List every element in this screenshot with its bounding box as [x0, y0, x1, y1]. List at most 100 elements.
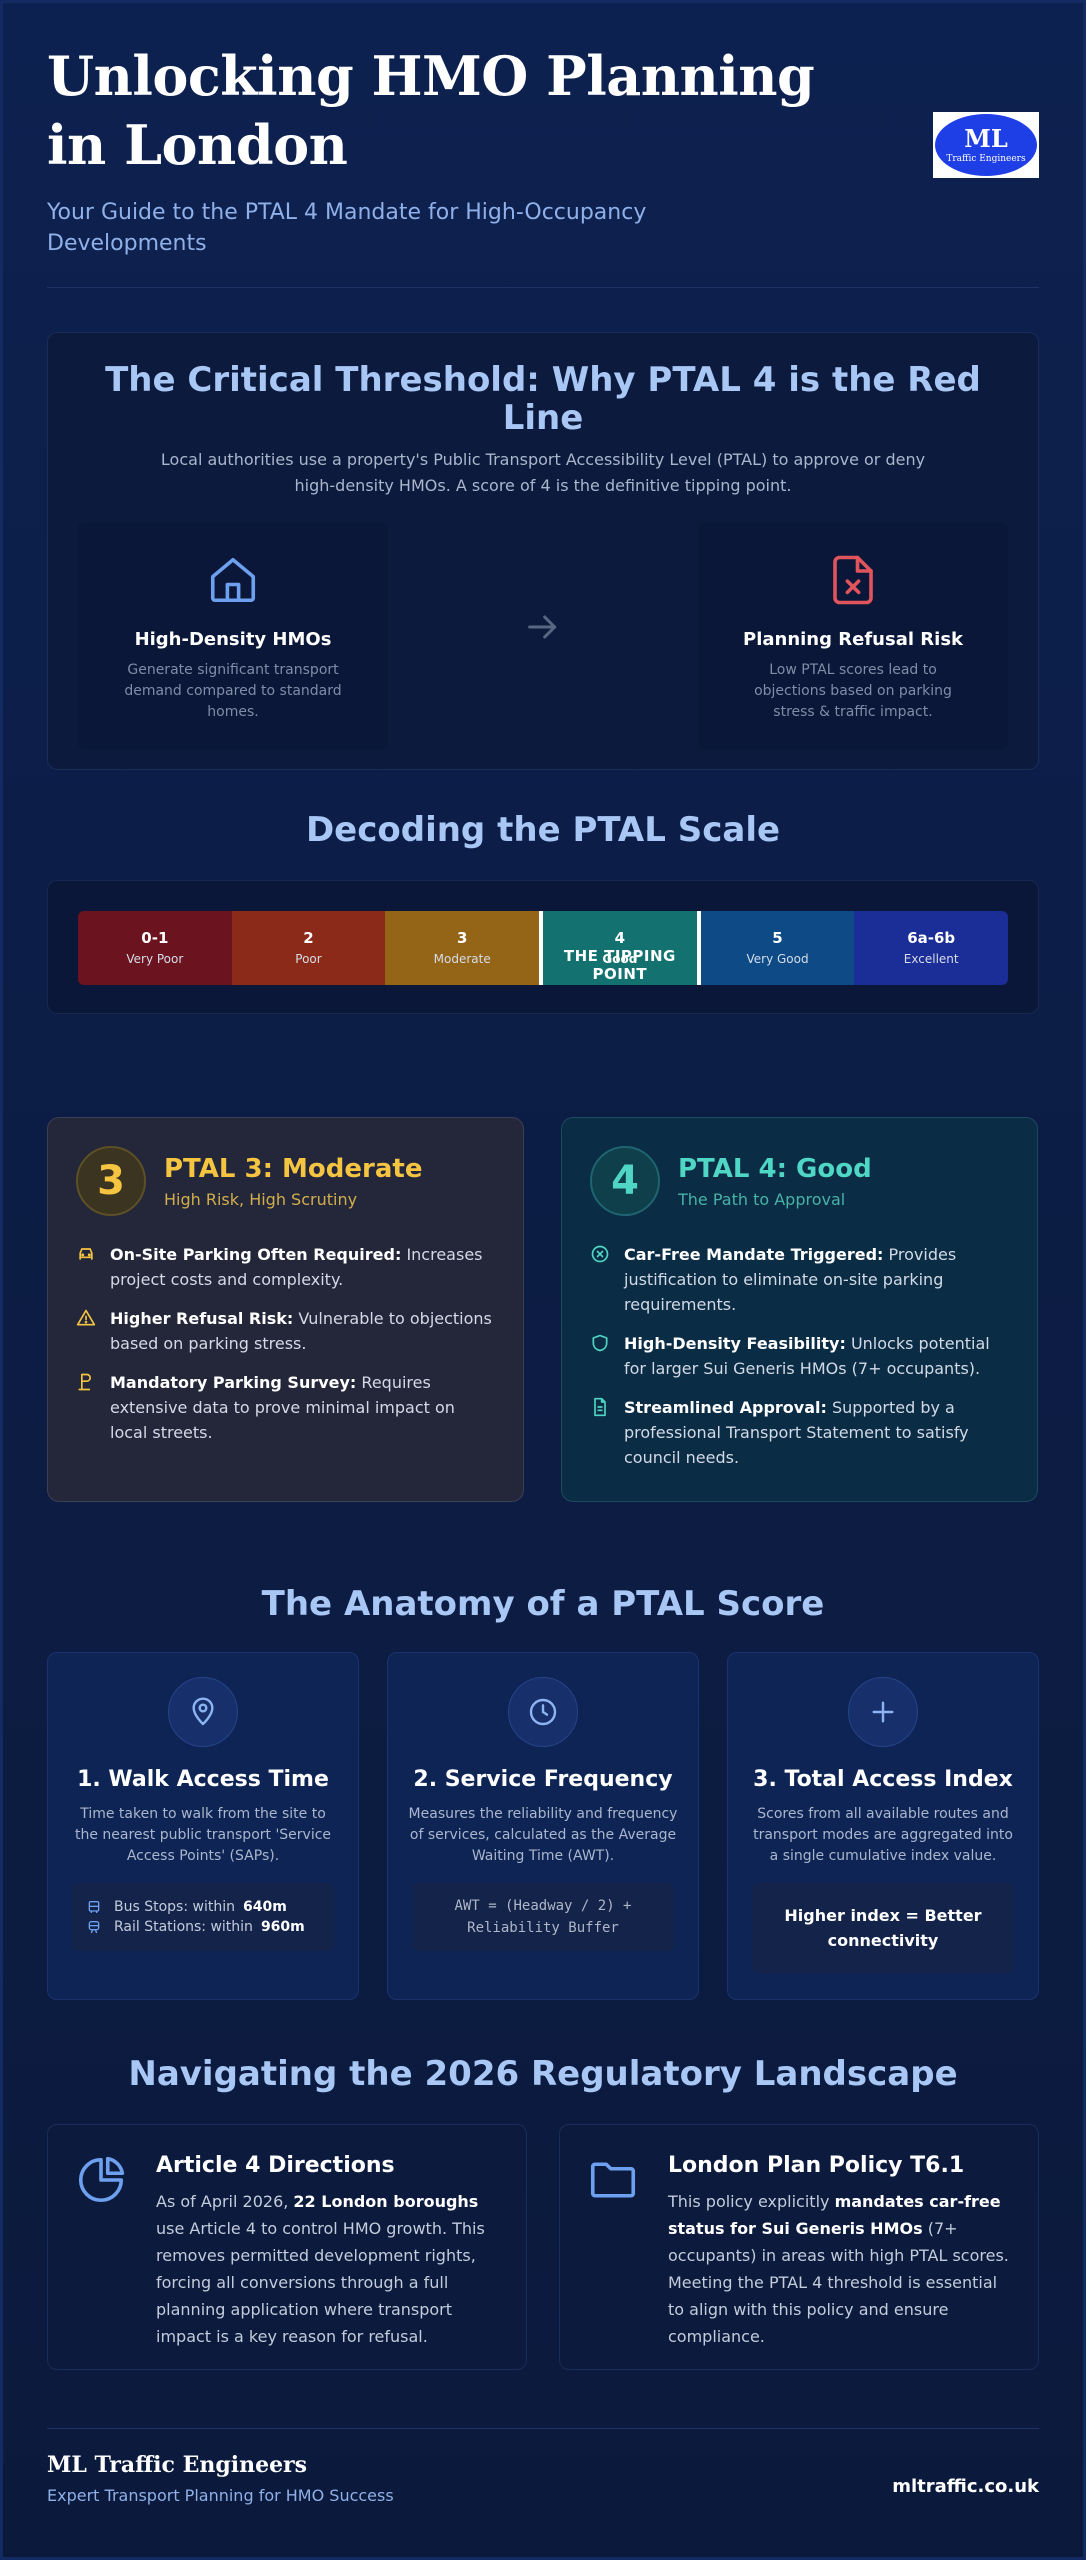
- walk-access-title: 1. Walk Access Time: [77, 1767, 329, 1792]
- walk-access-text: Time taken to walk from the site to the …: [74, 1806, 332, 1864]
- article4-text-post: use Article 4 to control HMO growth. Thi…: [156, 2219, 485, 2346]
- awt-formula: AWT = (Headway / 2) + Reliability Buffer: [454, 1898, 632, 1936]
- logo-ml: ML: [964, 123, 1008, 153]
- circle-x-icon: [590, 1244, 612, 1317]
- ptal4-point: Car-Free Mandate Triggered: Provides jus…: [590, 1242, 1009, 1317]
- regulatory-heading: Navigating the 2026 Regulatory Landscape: [128, 2054, 958, 2094]
- walk-distances: Bus Stops: within 640m Rail Stations: wi…: [72, 1883, 334, 1951]
- article4-text-bold: 22 London boroughs: [293, 2192, 479, 2211]
- ptal3-point-3-text: Requires extensive data to prove minimal…: [110, 1373, 455, 1442]
- footer-company-name: ML Traffic Engineers: [47, 2452, 308, 2478]
- clock-icon: [508, 1677, 578, 1747]
- document-icon: [590, 1397, 612, 1470]
- page-title: Unlocking HMO Planning in London: [47, 44, 815, 178]
- rail-label: Rail Stations: within: [114, 1919, 253, 1935]
- service-frequency-card: 2. Service Frequency Measures the reliab…: [387, 1652, 699, 2000]
- ptal-segment-label: Moderate: [433, 952, 491, 966]
- ptal3-point-2-bold: Higher Refusal Risk:: [110, 1309, 294, 1328]
- service-frequency-title: 2. Service Frequency: [413, 1767, 673, 1792]
- policy-text-bold: mandates car-free status for Sui Generis…: [668, 2192, 1001, 2238]
- car-icon: [76, 1244, 98, 1292]
- ptal4-title: PTAL 4: Good: [678, 1153, 872, 1184]
- article4-card: Article 4 Directions As of April 2026, 2…: [47, 2124, 527, 2370]
- plus-icon: [848, 1677, 918, 1747]
- train-icon: [86, 1919, 102, 1935]
- ptal4-card: 4 PTAL 4: Good The Path to Approval Car-…: [561, 1117, 1038, 1502]
- footer-tagline: Expert Transport Planning for HMO Succes…: [47, 2486, 394, 2505]
- page-subtitle: Your Guide to the PTAL 4 Mandate for Hig…: [47, 200, 647, 257]
- ptal-segment-score: 6a-6b: [907, 929, 956, 947]
- refusal-card: Planning Refusal Risk Low PTAL scores le…: [698, 523, 1008, 749]
- ptal4-point-3-text: Supported by a professional Transport St…: [624, 1398, 969, 1467]
- parking-sign-icon: [76, 1372, 98, 1445]
- threshold-section: The Critical Threshold: Why PTAL 4 is th…: [47, 332, 1039, 770]
- ptal4-point-3-bold: Streamlined Approval:: [624, 1398, 827, 1417]
- ptal4-point: High-Density Feasibility: Unlocks potent…: [590, 1331, 1009, 1381]
- scale-heading: Decoding the PTAL Scale: [305, 810, 781, 850]
- total-access-title: 3. Total Access Index: [753, 1767, 1013, 1792]
- ptal4-point-2-text: Unlocks potential for larger Sui Generis…: [624, 1334, 990, 1378]
- threshold-title: The Critical Threshold: Why PTAL 4 is th…: [105, 360, 981, 438]
- house-icon: [206, 557, 260, 611]
- pie-chart-icon: [74, 2153, 126, 2341]
- ptal3-point-1-bold: On-Site Parking Often Required:: [110, 1245, 402, 1264]
- hmo-card-title: High-Density HMOs: [134, 629, 332, 650]
- ptal3-point-3-bold: Mandatory Parking Survey:: [110, 1373, 357, 1392]
- ptal3-point: On-Site Parking Often Required: Increase…: [76, 1242, 495, 1292]
- ptal-segment-label: Excellent: [903, 952, 959, 966]
- map-pin-icon: [168, 1677, 238, 1747]
- header-divider: [47, 287, 1039, 288]
- file-x-icon: [826, 555, 880, 611]
- header: Unlocking HMO Planning in London Your Gu…: [47, 42, 1039, 256]
- ptal-segment-label: Good: [602, 952, 638, 966]
- hmo-card-text: Generate significant transport demand co…: [124, 662, 342, 720]
- folder-icon: [586, 2153, 638, 2341]
- ptal-segment-label: Very Poor: [126, 952, 184, 966]
- ptal4-point-1-bold: Car-Free Mandate Triggered:: [624, 1245, 884, 1264]
- article4-text-pre: As of April 2026,: [156, 2192, 294, 2211]
- refusal-card-title: Planning Refusal Risk: [743, 629, 963, 650]
- walk-access-card: 1. Walk Access Time Time taken to walk f…: [47, 1652, 359, 2000]
- ptal3-card: 3 PTAL 3: Moderate High Risk, High Scrut…: [47, 1117, 524, 1502]
- total-access-card: 3. Total Access Index Scores from all av…: [727, 1652, 1039, 2000]
- ptal3-badge: 3: [76, 1146, 146, 1216]
- arrow-right-icon: [523, 607, 563, 651]
- ptal3-point-1-text: Increases project costs and complexity.: [110, 1245, 483, 1289]
- ptal3-point-2-text: Vulnerable to objections based on parkin…: [110, 1309, 492, 1353]
- footer-website-link[interactable]: mltraffic.co.uk: [892, 2476, 1039, 2497]
- ptal-segment-score: 2: [303, 929, 314, 947]
- formula-box: AWT = (Headway / 2) + Reliability Buffer: [412, 1883, 674, 1951]
- policy-text-pre: This policy explicitly: [668, 2192, 835, 2211]
- index-highlight-box: Higher index = Better connectivity: [752, 1883, 1014, 1973]
- hmo-card: High-Density HMOs Generate significant t…: [78, 523, 388, 749]
- logo-text: Traffic Engineers: [946, 153, 1026, 164]
- rail-value: 960m: [260, 1919, 305, 1935]
- ptal4-point-2-bold: High-Density Feasibility:: [624, 1334, 846, 1353]
- shield-icon: [590, 1333, 612, 1381]
- ptal-segment-score: 5: [772, 929, 783, 947]
- ptal-segment-label: Very Good: [746, 952, 809, 966]
- ptal4-badge: 4: [590, 1146, 660, 1216]
- ptal3-title: PTAL 3: Moderate: [164, 1153, 423, 1184]
- bus-label: Bus Stops: within: [114, 1899, 235, 1915]
- company-logo: ML Traffic Engineers: [933, 112, 1039, 178]
- policy-title: London Plan Policy T6.1: [668, 2153, 965, 2178]
- ptal3-point: Higher Refusal Risk: Vulnerable to objec…: [76, 1306, 495, 1356]
- warning-icon: [76, 1308, 98, 1356]
- ptal-segment-score: 4: [614, 929, 626, 947]
- policy-t61-card: London Plan Policy T6.1 This policy expl…: [559, 2124, 1039, 2370]
- ptal-segment-score: 0-1: [141, 929, 169, 947]
- logo-oval: ML Traffic Engineers: [935, 114, 1037, 176]
- bus-icon: [86, 1899, 102, 1915]
- ptal-segment-label: Poor: [295, 952, 322, 966]
- index-highlight: Higher index = Better connectivity: [784, 1906, 982, 1950]
- ptal4-point-1-text: Provides justification to eliminate on-s…: [624, 1245, 957, 1314]
- ptal-segment-score: 3: [456, 929, 468, 947]
- footer-divider: [47, 2428, 1039, 2429]
